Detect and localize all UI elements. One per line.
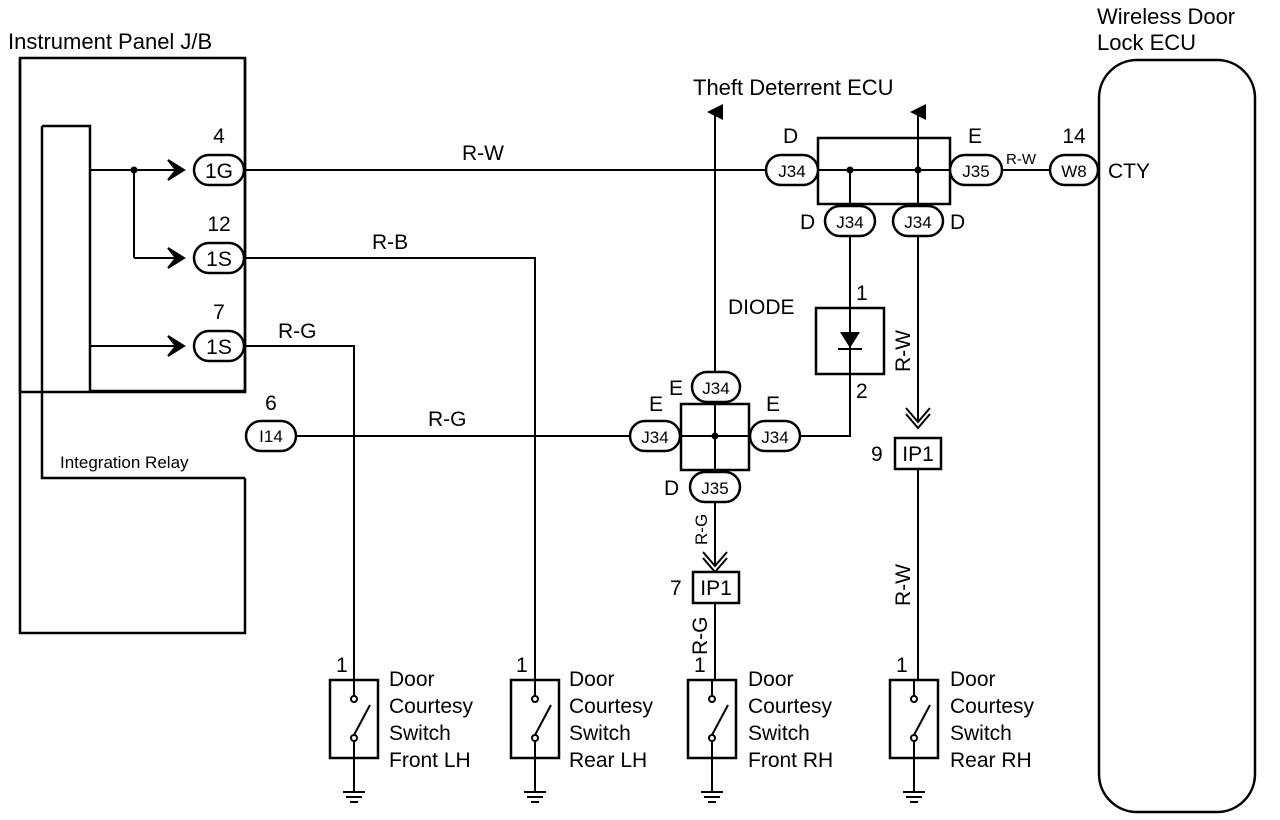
connector-1s-7-pin: 7 [213,301,225,324]
jb-title: Instrument Panel J/B [8,29,212,54]
integration-relay-label: Integration Relay [60,453,189,472]
diode-label: DIODE [728,296,795,319]
connector-j34-top-side: D [783,125,798,148]
connector-ip1-left-pin: 7 [670,577,682,600]
connector-j34-cross-left-side: E [649,393,663,416]
wire-rw-ecu: R-W [1006,151,1037,168]
wire-rw-v1: R-W [892,330,915,372]
ecu-title-line1: Wireless Door [1097,4,1235,29]
connector-ip1-left: IP1 7 [670,570,741,605]
connector-j34-bottom-b: J34 D [891,204,965,238]
connector-j34-bottom-a: J34 D [800,204,877,238]
connector-j34-cross-right-code: J34 [761,428,788,447]
connector-j34-bottom-a-side: D [800,211,815,234]
ecu-title-line2: Lock ECU [1097,30,1196,55]
diode-pin-bottom: 2 [856,380,868,403]
switch-front-lh-line1: Door [389,668,435,691]
theft-deterrent-junction: Theft Deterrent ECU [693,75,1002,206]
switch-front-lh-line3: Switch [389,722,451,745]
connector-j34-cross-top-side: E [669,377,683,400]
connector-1g: 1G 4 [192,125,246,187]
connector-i14-code: I14 [259,427,283,446]
connector-j34-cross-top: J34 E [669,370,742,404]
connector-j35-top: J35 E [948,125,1004,187]
wire-rg-a: R-G [278,320,317,343]
switch-front-lh: 1 Door Courtesy Switch Front LH [328,654,474,803]
switch-front-rh-line4: Front RH [748,749,833,772]
connector-j35-top-code: J35 [962,162,989,181]
wireless-door-lock-ecu: Wireless Door Lock ECU CTY [1097,4,1257,814]
connector-j34-bottom-b-side: D [950,211,965,234]
connector-j35-cross-bottom-side: D [664,477,679,500]
connector-1s-12-code: 1S [206,248,232,271]
jb-internal-wiring [90,159,186,357]
connector-1s-12: 1S 12 [192,213,246,275]
ecu-terminal-cty: CTY [1108,160,1150,183]
switch-rear-lh-line4: Rear LH [569,749,647,772]
switch-front-rh: 1 Door Courtesy Switch Front RH [686,654,833,803]
cross-junction [679,402,751,472]
connector-ip1-right: IP1 9 [871,436,943,471]
wire-rw-top: R-W [462,142,504,165]
switch-front-lh-line4: Front LH [389,749,471,772]
switch-rear-lh-line2: Courtesy [569,695,654,718]
theft-deterrent-label: Theft Deterrent ECU [693,75,894,100]
connector-w8-pin: 14 [1062,125,1086,148]
switch-front-rh-line3: Switch [748,722,810,745]
connector-1g-code: 1G [205,160,233,183]
connector-w8-code: W8 [1061,162,1087,181]
connector-1s-7-code: 1S [206,336,232,359]
connector-j34-cross-right-side: E [766,393,780,416]
connector-j34-bottom-b-code: J34 [904,213,931,232]
diode: DIODE 1 2 [728,282,886,403]
connector-w8: W8 14 [1048,125,1100,187]
connector-i14-pin: 6 [265,392,277,415]
connector-j34-cross-left-code: J34 [641,428,668,447]
switch-front-lh-line2: Courtesy [389,695,474,718]
diode-pin-top: 1 [856,282,868,305]
wire-rb: R-B [372,231,408,254]
switch-front-rh-line1: Door [748,668,794,691]
connector-j34-top: J34 D [764,125,820,187]
switch-rear-rh-line1: Door [950,668,996,691]
switch-front-rh-line2: Courtesy [748,695,833,718]
wire-rg-b: R-G [428,408,467,431]
switch-rear-rh-pin: 1 [896,654,908,677]
connector-1s-12-pin: 12 [207,213,230,236]
switch-rear-rh-line2: Courtesy [950,695,1035,718]
connector-j34-cross-left: J34 E [628,393,682,453]
wire-rg-v2: R-G [689,617,712,656]
wire-rg-v1: R-G [692,514,711,545]
connector-j35-cross-bottom-code: J35 [701,479,728,498]
connector-ip1-left-code: IP1 [700,577,732,600]
switch-rear-rh-line4: Rear RH [950,749,1032,772]
connector-1g-pin: 4 [213,125,225,148]
switch-rear-lh: 1 Door Courtesy Switch Rear LH [509,654,654,803]
connector-j35-cross-bottom: J35 D [664,470,742,504]
connector-j35-top-side: E [968,125,982,148]
connector-i14: I14 6 [244,392,298,453]
switch-rear-lh-pin: 1 [516,654,528,677]
connector-ip1-right-pin: 9 [871,443,883,466]
connector-j34-top-code: J34 [778,162,805,181]
connector-j34-cross-right: J34 E [748,393,802,453]
integration-relay: Integration Relay [40,124,245,480]
connector-ip1-right-code: IP1 [902,443,934,466]
switch-rear-rh-line3: Switch [950,722,1012,745]
switch-rear-lh-line1: Door [569,668,615,691]
connector-j34-cross-top-code: J34 [702,379,729,398]
switch-rear-rh: 1 Door Courtesy Switch Rear RH [888,654,1035,803]
connector-j34-bottom-a-code: J34 [836,213,863,232]
wires: R-W R-B R-G R-G R-W R-W R-W R-G [244,104,1100,688]
switch-rear-lh-line3: Switch [569,722,631,745]
switch-front-lh-pin: 1 [336,654,348,677]
wire-rw-v2: R-W [892,564,915,606]
switch-front-rh-pin: 1 [694,654,706,677]
